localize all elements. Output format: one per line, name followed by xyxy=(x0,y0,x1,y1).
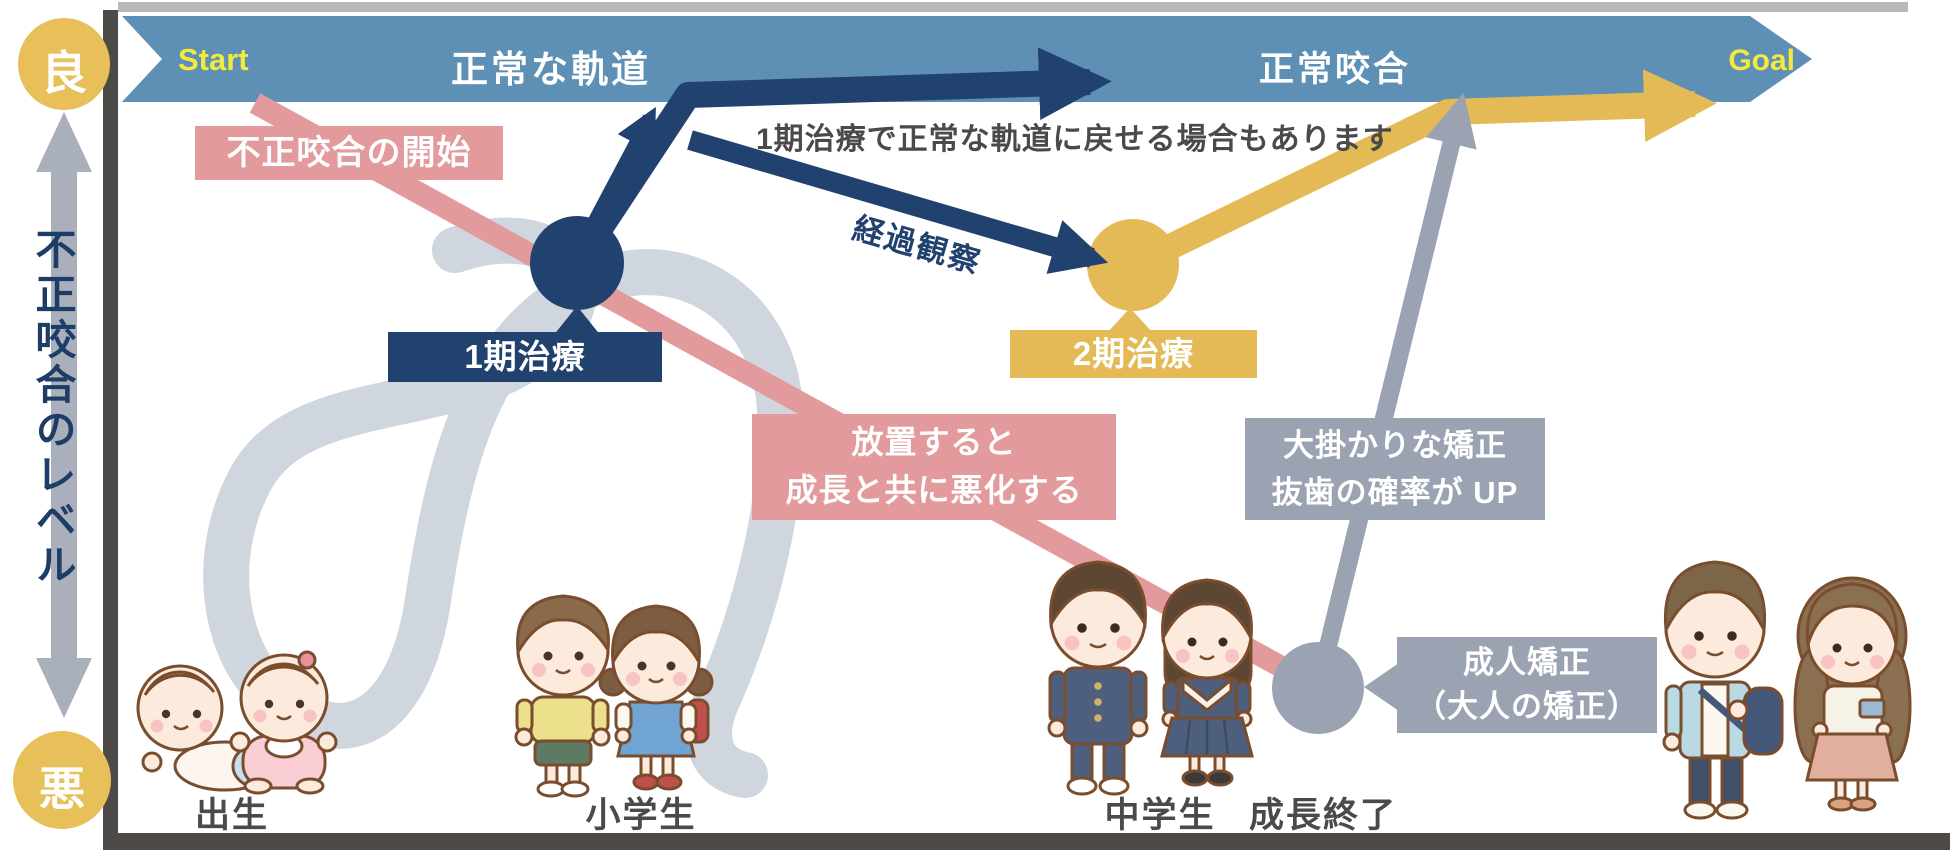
adult-treatment-line-2: （大人の矯正） xyxy=(1415,689,1639,724)
normal-occlusion-label: 正常咬合 xyxy=(1258,50,1411,89)
y-axis-bar xyxy=(103,10,118,850)
illustration-junior-high-kids xyxy=(1047,560,1254,796)
normal-track-banner xyxy=(122,16,1812,102)
start-label: Start xyxy=(178,42,249,77)
normal-track-label: 正常な軌道 xyxy=(451,49,651,90)
x-axis-bar xyxy=(103,833,1950,850)
neglect-line-2: 成長と共に悪化する xyxy=(785,472,1083,508)
frame-top-edge xyxy=(118,2,1908,12)
adult-treatment-line-1: 成人矯正 xyxy=(1463,645,1591,680)
growth-end-node xyxy=(1272,642,1364,734)
adult-callout-pointer xyxy=(1364,663,1399,711)
illustration-babies xyxy=(136,650,338,795)
adult-treatment-callout: 成人矯正 （大人の矯正） xyxy=(1397,637,1657,733)
phase2-callout-pointer xyxy=(1106,308,1154,334)
adult-treatment-arrow xyxy=(1309,92,1477,690)
malocclusion-start-callout: 不正咬合の開始 xyxy=(195,126,503,180)
stage-label-growth-end: 成長終了 xyxy=(1248,796,1397,835)
phase1-callout: 1期治療 xyxy=(388,332,662,382)
level-axis-arrow xyxy=(36,112,92,718)
phase1-node xyxy=(530,216,624,310)
phase1-callout-pointer xyxy=(553,306,601,336)
stage-label-elementary: 小学生 xyxy=(585,796,697,835)
neglect-warning-callout: 放置すると 成長と共に悪化する xyxy=(752,414,1116,520)
phase2-node xyxy=(1087,219,1179,311)
bad-circle xyxy=(13,731,111,829)
bad-label: 悪 xyxy=(39,763,85,815)
phase1-note: 1期治療で正常な軌道に戻せる場合もあります xyxy=(756,123,1394,156)
illustration-elementary-kids xyxy=(514,594,714,798)
phase2-callout: 2期治療 xyxy=(1010,330,1257,378)
stage-label-birth: 出生 xyxy=(194,796,269,835)
major-treatment-line-2: 抜歯の確率が UP xyxy=(1271,475,1519,510)
illustration-adults xyxy=(1662,560,1912,820)
stage-label-junior-high: 中学生 xyxy=(1104,796,1216,835)
observation-arrow xyxy=(687,130,1109,274)
major-treatment-line-1: 大掛かりな矯正 xyxy=(1283,428,1507,463)
neglect-line-1: 放置すると xyxy=(851,424,1017,460)
good-circle xyxy=(18,18,110,110)
good-label: 良 xyxy=(41,47,87,99)
goal-label: Goal xyxy=(1728,44,1795,77)
major-treatment-callout: 大掛かりな矯正 抜歯の確率が UP xyxy=(1245,418,1545,520)
malocclusion-level-axis-label: 不正咬合のレベル xyxy=(29,228,75,588)
phase1-return-arrow xyxy=(566,47,1112,271)
tooth-watermark xyxy=(203,217,804,798)
